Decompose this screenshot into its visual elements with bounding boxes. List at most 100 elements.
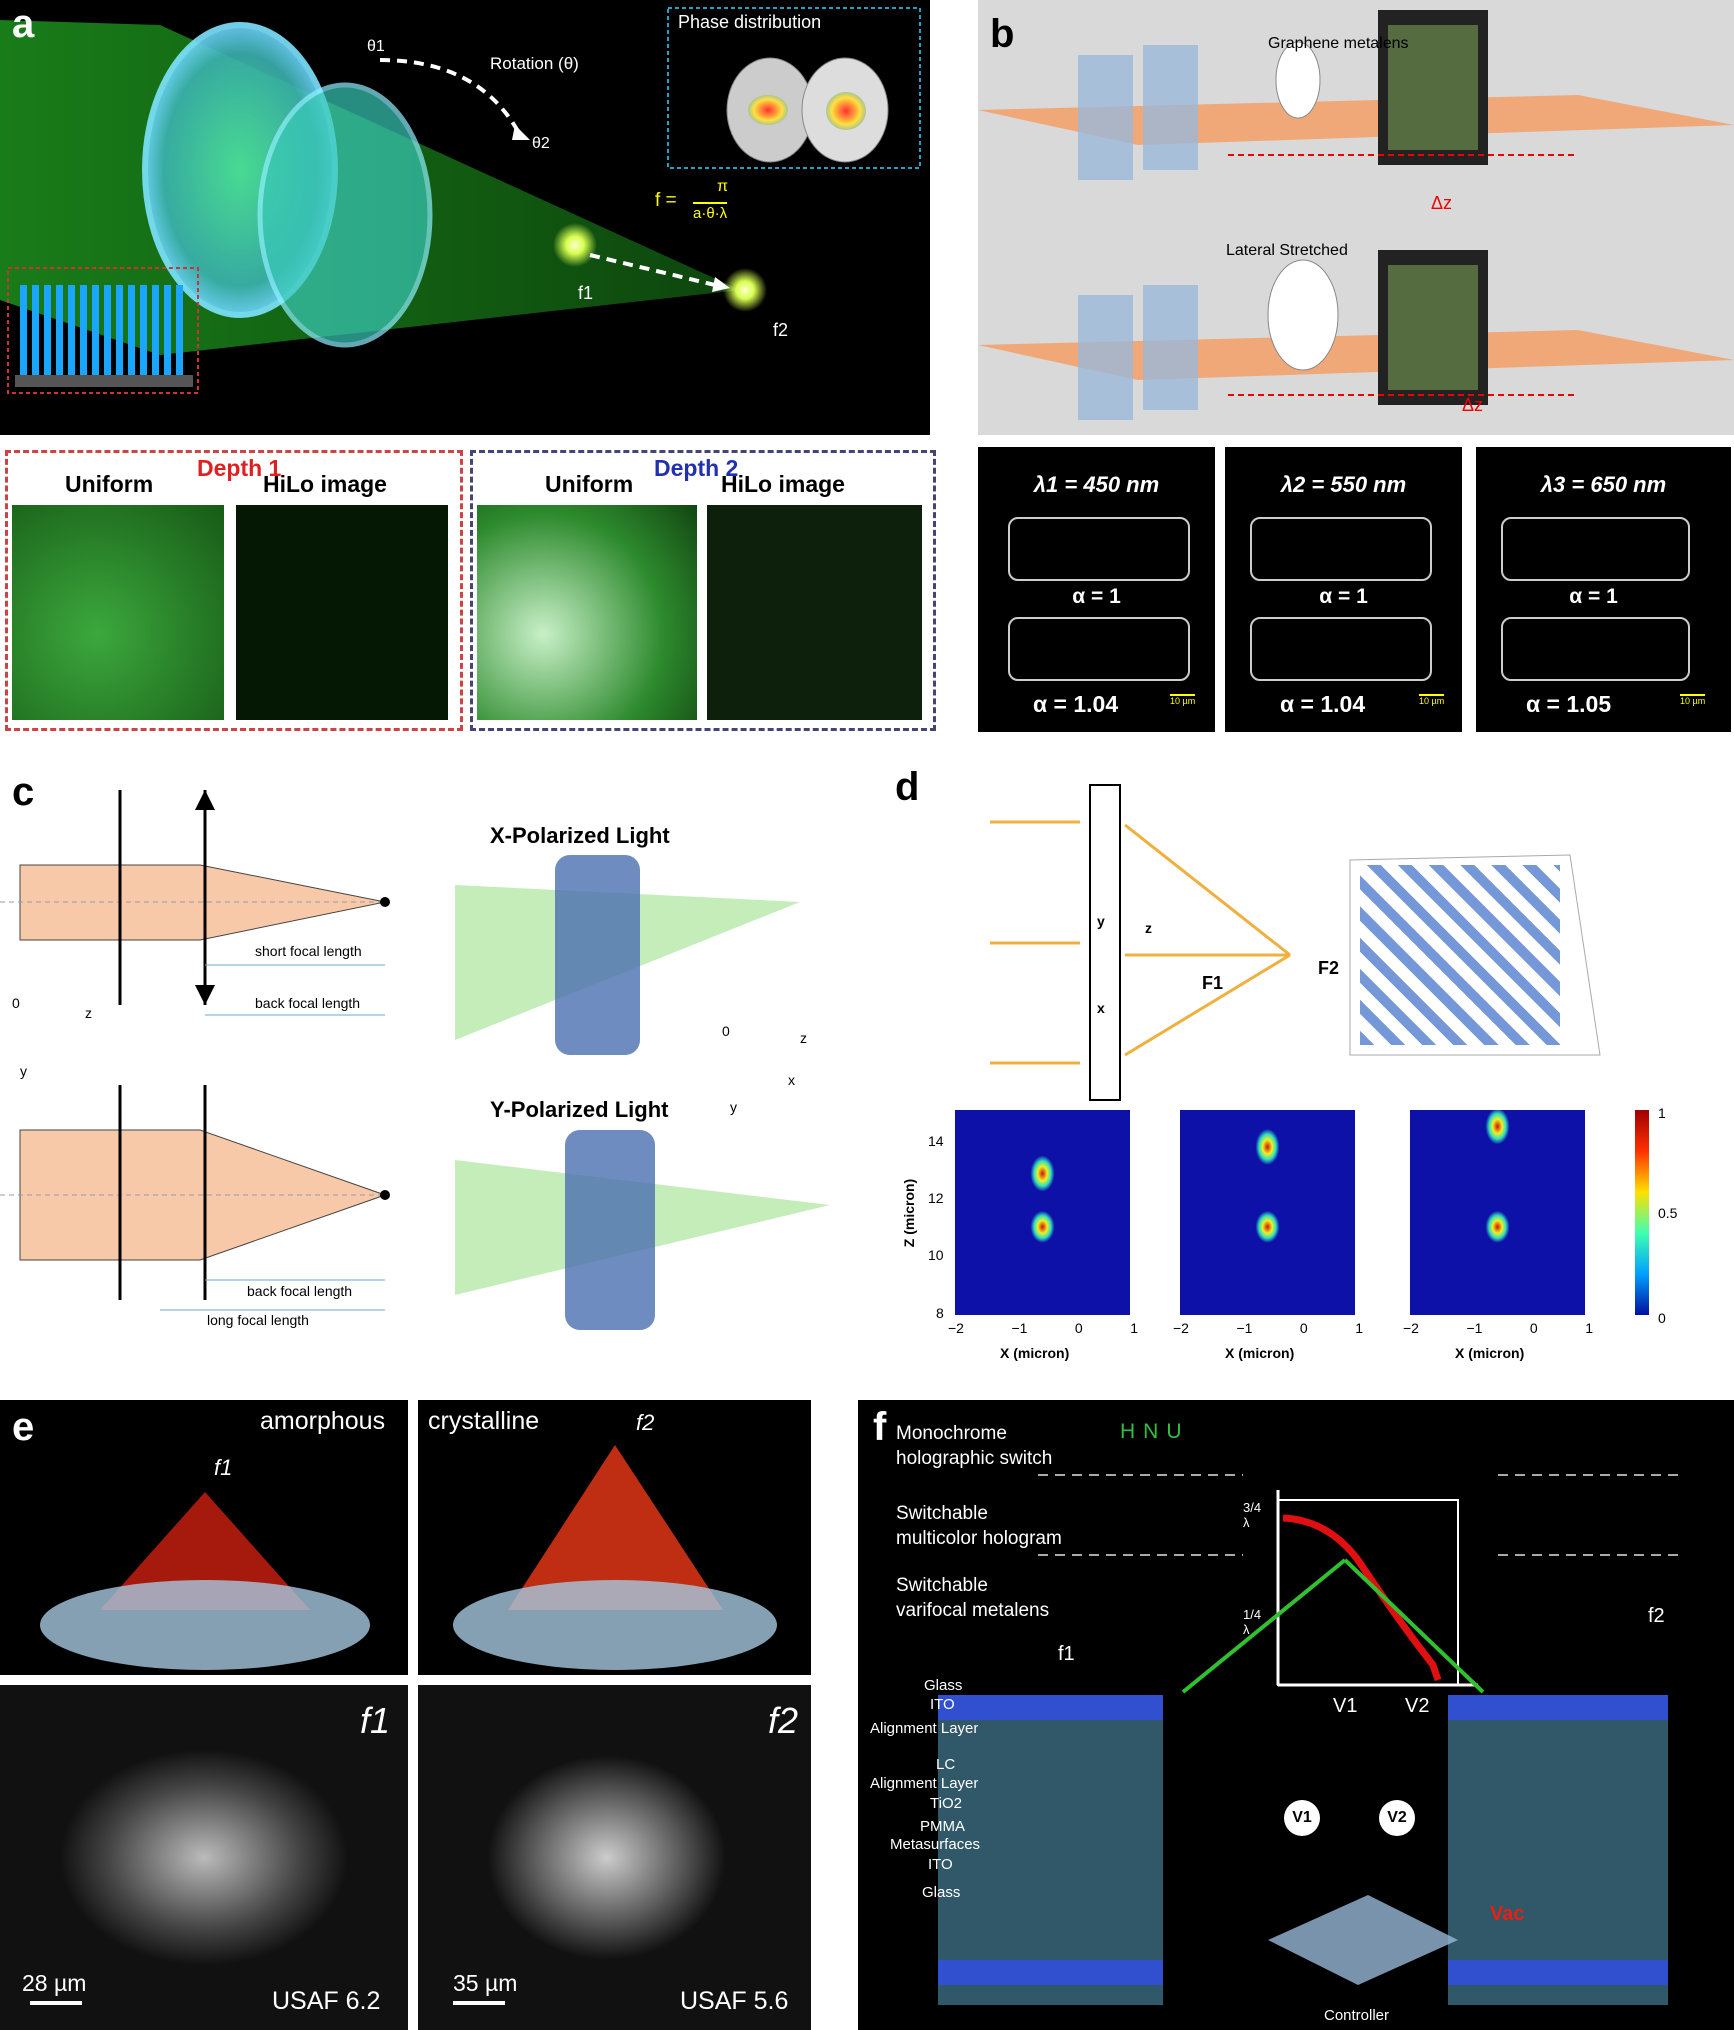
d-x-label: x	[1097, 1000, 1105, 1016]
panel-e-usaf2: f2 35 µm USAF 5.6	[418, 1685, 811, 2030]
e-f1-bottom: f1	[360, 1700, 391, 1741]
panel-e-amorphous: e amorphous f1	[0, 1400, 408, 1675]
f2-label-f: f2	[1648, 1605, 1665, 1627]
multi-label-1: Switchable	[896, 1503, 988, 1524]
colorbar	[1635, 1110, 1649, 1315]
amorphous-label: amorphous	[260, 1407, 386, 1435]
axis-z-c: z	[85, 1005, 92, 1021]
heatmap-3	[1410, 1110, 1585, 1315]
usaf-62: USAF 6.2	[272, 1987, 381, 2015]
uniform-label-1: Uniform	[65, 471, 154, 497]
rotation-label: Rotation (θ)	[490, 54, 579, 73]
d-xtick: 1	[1130, 1320, 1138, 1336]
lambda2-scale: 10 µm	[1419, 694, 1445, 706]
theta2-label: θ2	[532, 135, 550, 152]
e-f1-top: f1	[214, 1455, 233, 1480]
panel-f-illustration	[938, 1474, 1678, 2005]
uniform-image-2	[477, 505, 697, 720]
q1-label: 1/4 λ	[1243, 1607, 1262, 1637]
cbar-1: 1	[1658, 1105, 1666, 1121]
vari-label-2: varifocal metalens	[896, 1600, 1050, 1621]
q3-label: 3/4 λ	[1243, 1500, 1262, 1530]
depth1-label: Depth 1	[197, 455, 282, 481]
layer-lc: LC	[936, 1756, 956, 1773]
lambda1-alpha-top: α = 1	[1072, 585, 1121, 608]
v2-axis-label: V2	[1405, 1695, 1430, 1717]
f2-label: f2	[773, 320, 789, 340]
d-xtick: −1	[1011, 1320, 1028, 1336]
v1-axis-label: V1	[1333, 1695, 1358, 1717]
e-f2-top: f2	[636, 1410, 655, 1435]
d-ytick-14: 14	[928, 1133, 944, 1149]
stretched-label: Lateral Stretched	[1226, 242, 1348, 259]
depth2-box	[470, 450, 936, 731]
f1-label-f: f1	[1058, 1643, 1075, 1665]
hnu-hologram: HNU	[1120, 1420, 1190, 1443]
metasurface-array	[1360, 865, 1560, 1045]
phase-swirl-2	[826, 92, 866, 130]
heatmap-1	[955, 1110, 1130, 1315]
panel-a-illustration	[0, 7, 921, 394]
uniform-image-1	[12, 505, 224, 720]
f1-label: f1	[578, 283, 594, 303]
lambda3-alpha-top: α = 1	[1569, 585, 1618, 608]
crystalline-label: crystalline	[428, 1407, 540, 1435]
layer-align-top: Alignment Layer	[870, 1720, 979, 1737]
panel-label-e: e	[12, 1405, 35, 1449]
d-xlabel-1: X (micron)	[1000, 1345, 1070, 1361]
dz-label-2: Δz	[1462, 395, 1484, 415]
panel-c: c X-Polarized Light short focal length b…	[0, 765, 870, 1365]
d-ytick-10: 10	[928, 1247, 944, 1263]
panel-b-lambda3: λ3 = 650 nm α = 1 α = 1.05 10 µm	[1476, 447, 1731, 732]
layer-ito-bottom: ITO	[928, 1856, 953, 1873]
scale-bar-1	[30, 2001, 82, 2005]
panel-b-illustration	[978, 10, 1734, 420]
hilo-image-1	[236, 505, 448, 720]
lambda2-alpha-top: α = 1	[1319, 585, 1368, 608]
theta1-label: θ1	[367, 38, 385, 55]
panel-label-c: c	[12, 770, 35, 814]
hilo-image-2	[707, 505, 922, 720]
panel-label-a: a	[12, 2, 35, 46]
d-xtick: −1	[1466, 1320, 1483, 1336]
hilo-label-2: HiLo image	[721, 471, 845, 497]
layer-glass-top: Glass	[924, 1677, 963, 1694]
axis-y-c: y	[20, 1063, 27, 1079]
formula-den: a·θ·λ	[693, 202, 728, 222]
x-pol-label: X-Polarized Light	[490, 823, 670, 848]
panel-label-f: f	[873, 1405, 887, 1449]
scale-35: 35 µm	[453, 1970, 518, 1996]
panel-e-cone-2	[453, 1445, 777, 1670]
F1-label: F1	[1202, 973, 1224, 993]
panel-label-d: d	[895, 765, 920, 809]
depth2-label: Depth 2	[654, 455, 739, 481]
short-fl-label: short focal length	[255, 943, 362, 959]
axis-y-c2: y	[730, 1099, 737, 1115]
e-f2-bottom: f2	[768, 1700, 799, 1741]
long-fl-label: long focal length	[207, 1312, 309, 1328]
back-fl-label-2: back focal length	[247, 1283, 353, 1299]
lambda2-alpha-bottom: α = 1.04	[1280, 691, 1366, 717]
panel-e-crystalline: crystalline f2	[418, 1400, 811, 1675]
mono-label-2: holographic switch	[896, 1448, 1053, 1469]
lambda1-alpha-bottom: α = 1.04	[1033, 691, 1119, 717]
axis-0-c2: 0	[722, 1023, 730, 1039]
layer-tio2: TiO2	[930, 1795, 962, 1812]
cbar-0: 0	[1658, 1310, 1666, 1326]
axis-x-c2: x	[788, 1072, 795, 1088]
d-xtick: −2	[948, 1320, 964, 1336]
scale-bar-2	[453, 2001, 505, 2005]
d-xtick: 1	[1585, 1320, 1593, 1336]
d-xlabel-3: X (micron)	[1455, 1345, 1525, 1361]
layer-pmma: PMMA	[920, 1818, 965, 1835]
layer-align-bottom: Alignment Layer	[870, 1775, 979, 1792]
phase-title: Phase distribution	[678, 12, 822, 32]
d-xlabel-2: X (micron)	[1225, 1345, 1295, 1361]
panel-d: d y z x F1 F2 1 0.5 0 Z (micron) 14 12 1…	[880, 765, 1734, 1380]
d-xtick: 0	[1299, 1320, 1308, 1336]
controller-label: Controller	[1324, 2007, 1390, 2024]
panel-b-lambda2: λ2 = 550 nm α = 1 α = 1.04 10 µm	[1225, 447, 1462, 732]
